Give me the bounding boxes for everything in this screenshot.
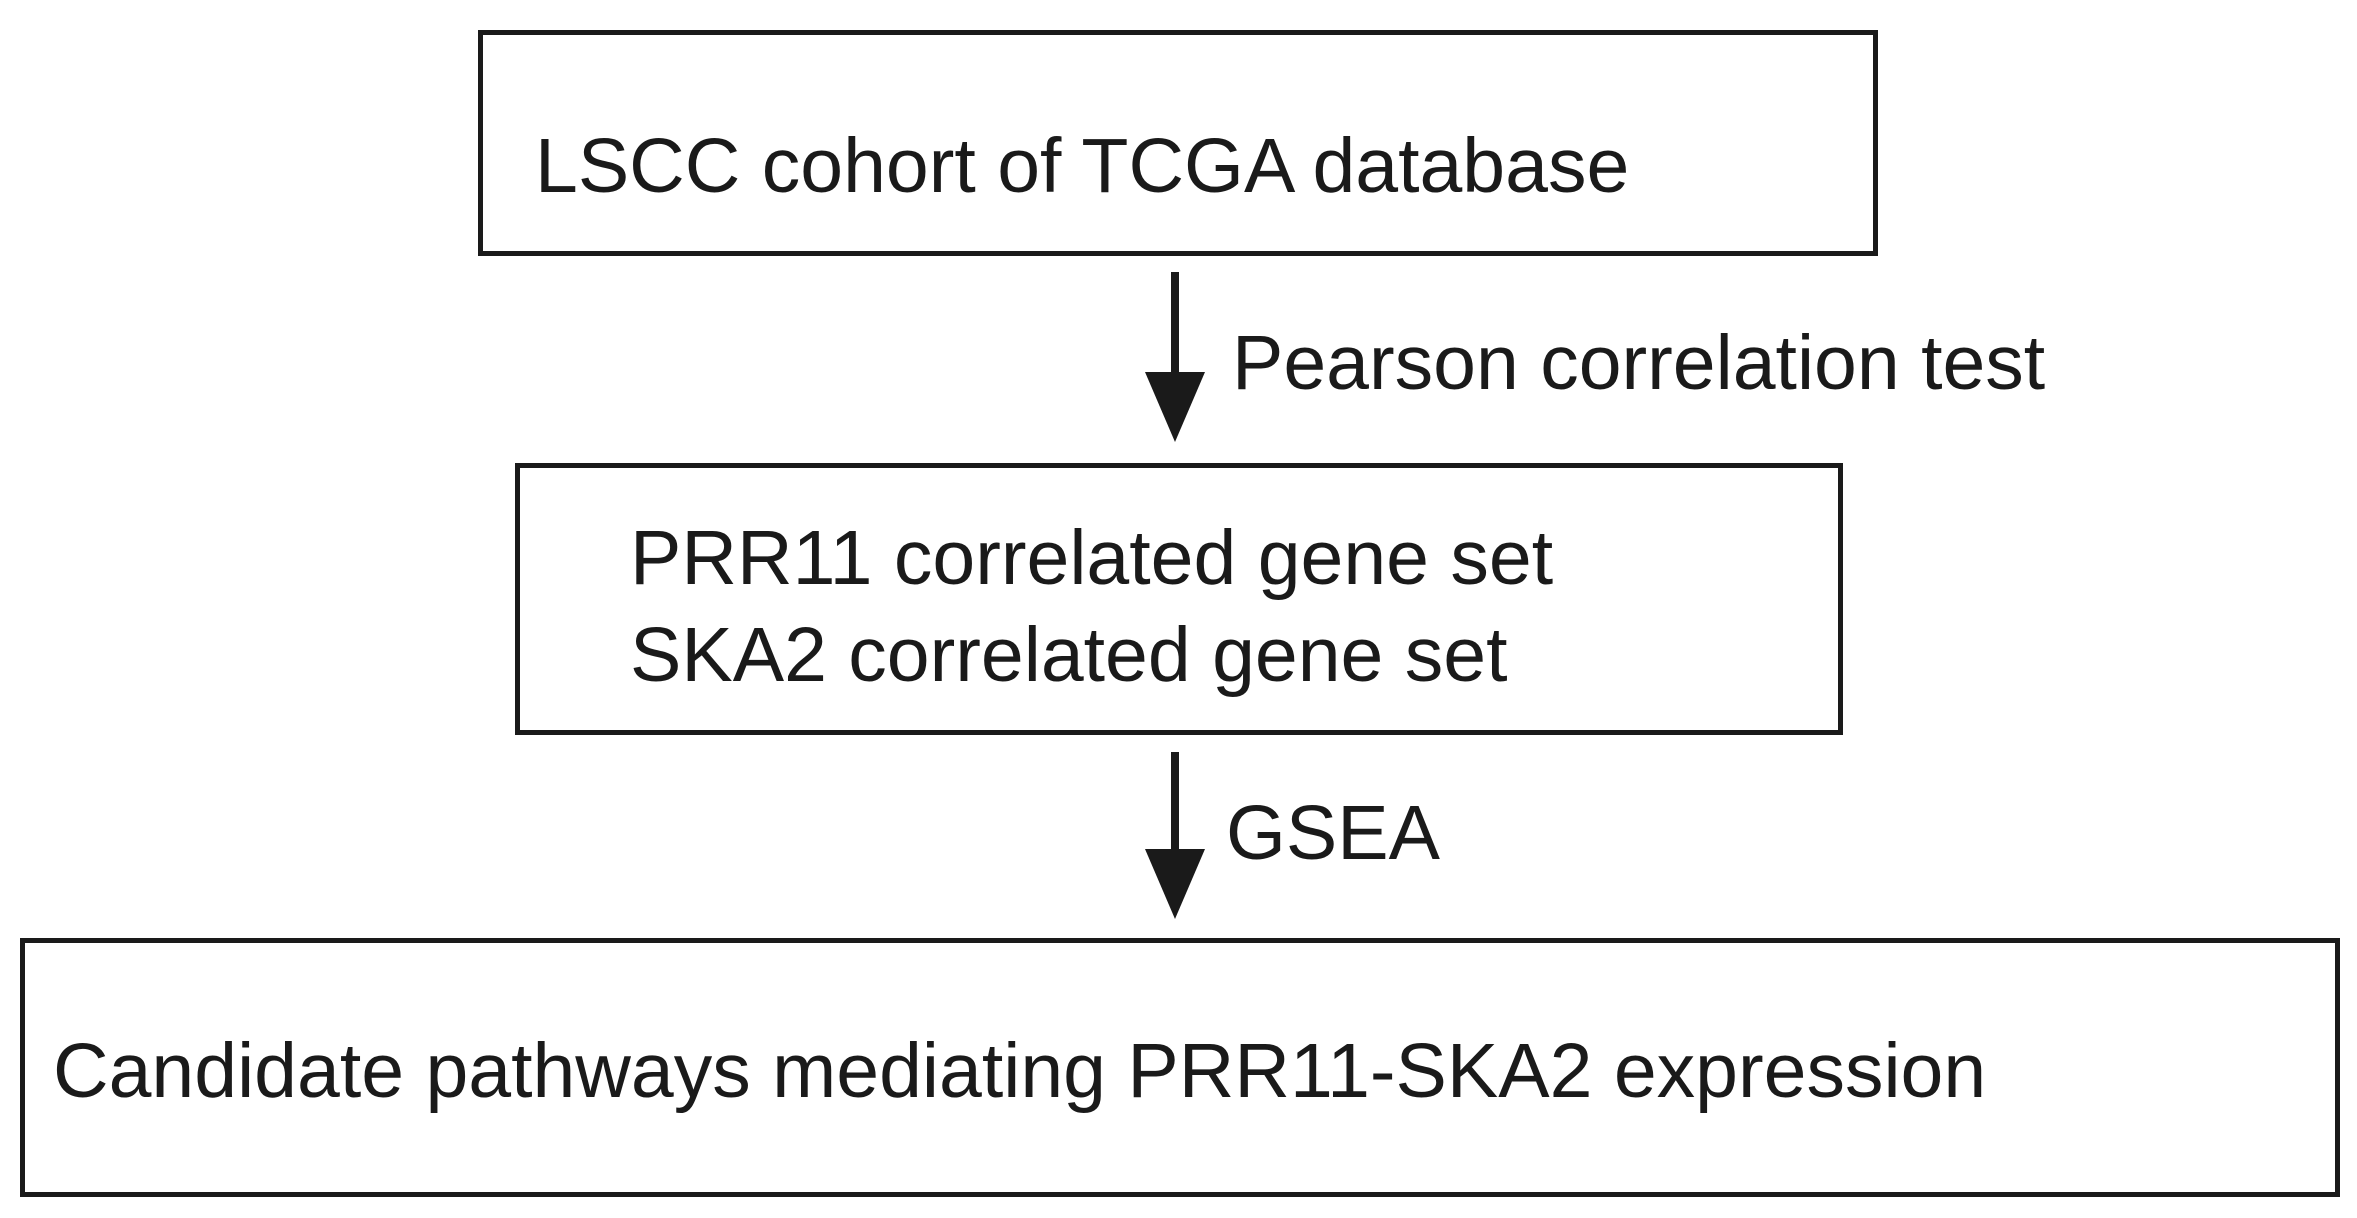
gene-sets-node-box: PRR11 correlated gene set SKA2 correlate… (515, 463, 1843, 735)
pearson-correlation-label: Pearson correlation test (1232, 320, 2046, 406)
down-arrow-1 (1145, 272, 1205, 442)
down-arrow-2-head (1145, 849, 1205, 919)
source-node-box: LSCC cohort of TCGA database (478, 30, 1878, 256)
down-arrow-2 (1145, 752, 1205, 919)
gsea-label: GSEA (1226, 790, 1440, 876)
result-node-label: Candidate pathways mediating PRR11-SKA2 … (53, 1028, 1987, 1114)
result-node-box: Candidate pathways mediating PRR11-SKA2 … (20, 938, 2340, 1197)
source-node-label: LSCC cohort of TCGA database (535, 123, 1630, 209)
prr11-gene-set-label: PRR11 correlated gene set (630, 515, 1554, 601)
down-arrow-1-head (1145, 372, 1205, 442)
ska2-gene-set-label: SKA2 correlated gene set (630, 612, 1508, 698)
